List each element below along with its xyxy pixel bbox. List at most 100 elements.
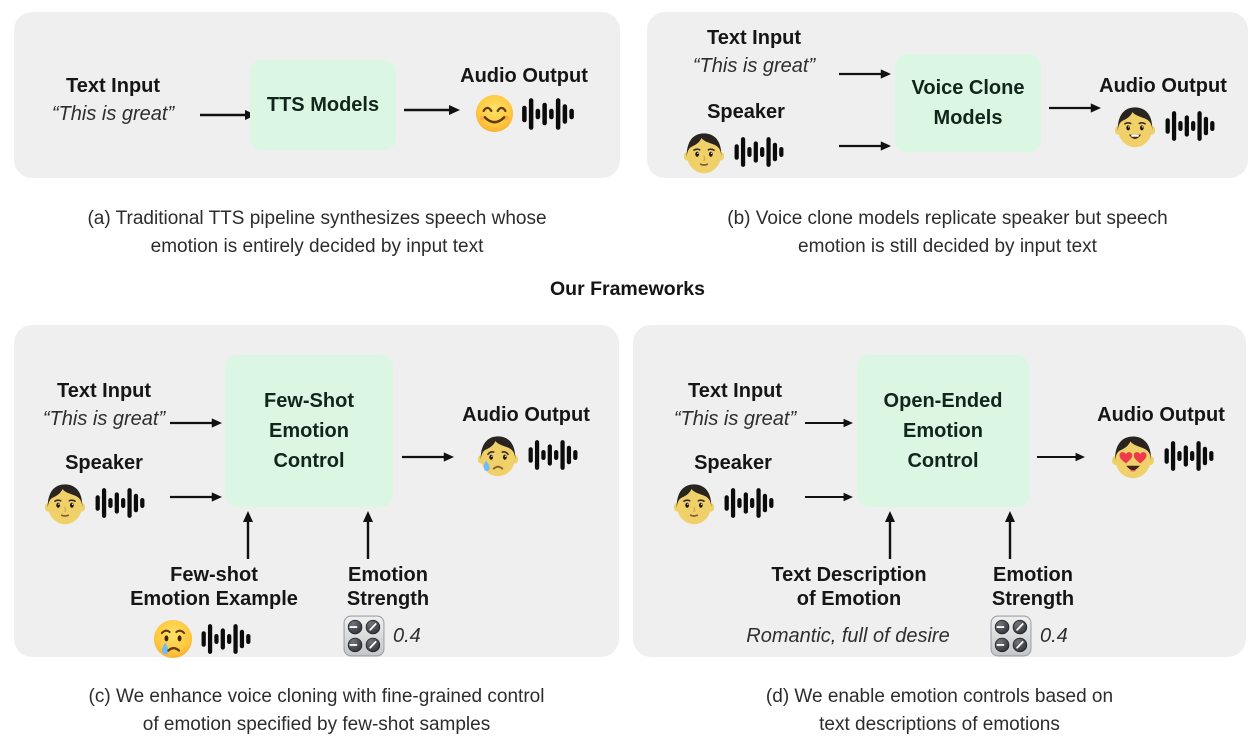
model-name-line2: Models: [933, 107, 1003, 129]
text-input-label: Text Input: [65, 75, 161, 97]
text-input-quote: “This is great”: [42, 408, 166, 430]
boy-face-icon: [683, 132, 725, 175]
few-shot-emotion-control-box: Few-Shot Emotion Control: [225, 355, 393, 507]
boy-face-icon: [673, 483, 715, 526]
caption-b-line2: emotion is still decided by input text: [798, 236, 1097, 257]
text-input-group: Text Input “This is great”: [671, 26, 837, 78]
model-name-line2: Emotion: [269, 420, 349, 442]
control-knobs-icon: [990, 615, 1032, 657]
text-input-label: Text Input: [687, 380, 783, 402]
few-shot-label-line1: Few-shot: [170, 564, 258, 586]
crying-face-icon: [152, 618, 194, 660]
audio-output-label: Audio Output: [462, 404, 590, 426]
caption-d-line2: text descriptions of emotions: [819, 714, 1060, 735]
text-input-group: Text Input “This is great”: [30, 74, 196, 126]
caption-a-line1: (a) Traditional TTS pipeline synthesizes…: [87, 208, 547, 229]
control-knobs-icon: [343, 615, 385, 657]
model-name: TTS Models: [266, 94, 380, 116]
strength-label-line2: Strength: [991, 588, 1075, 610]
audio-waveform-icon: [528, 440, 577, 470]
model-name-line1: Open-Ended: [883, 390, 1003, 412]
panel-c-few-shot-emotion-control: Text Input “This is great” Speaker Few-S…: [14, 325, 619, 660]
caption-c-line2: of emotion specified by few-shot samples: [142, 714, 491, 735]
speaker-label: Speaker: [707, 101, 785, 123]
arrow-up-icon: [242, 511, 254, 559]
arrow-up-icon: [1004, 511, 1016, 559]
text-input-quote: “This is great”: [51, 103, 175, 125]
text-input-quote: “This is great”: [673, 408, 797, 430]
sad-boy-tear-icon: [476, 435, 519, 478]
model-name-line2: Emotion: [903, 420, 983, 442]
speaker-audio: [671, 480, 774, 526]
caption-c-line1: (c) We enhance voice cloning with fine-g…: [88, 686, 545, 707]
speaker-label: Speaker: [694, 452, 772, 474]
arrow-right-icon: [170, 417, 222, 429]
arrow-right-icon: [170, 491, 222, 503]
smiling-face-icon: [474, 93, 515, 134]
audio-output-group: Audio Output: [1077, 403, 1245, 480]
audio-output-label: Audio Output: [1099, 75, 1227, 97]
strength-value: 0.4: [1040, 624, 1068, 647]
speaker-audio: [681, 129, 784, 175]
audio-waveform-icon: [522, 97, 574, 130]
strength-value: 0.4: [393, 624, 421, 647]
boy-face-icon: [44, 483, 86, 526]
strength-label-line1: Emotion: [348, 564, 428, 586]
panel-b-voice-clone: Text Input “This is great” Speaker Voice…: [647, 12, 1248, 178]
voice-clone-models-box: Voice Clone Models: [895, 54, 1041, 152]
model-name-line1: Few-Shot: [264, 390, 354, 412]
strength-label-line2: Strength: [346, 588, 430, 610]
our-frameworks-heading: Our Frameworks: [550, 278, 705, 300]
audio-waveform-icon: [1164, 441, 1213, 471]
caption-c: (c) We enhance voice cloning with fine-g…: [14, 683, 619, 738]
few-shot-example-label: Few-shot Emotion Example: [106, 563, 322, 611]
caption-b-line1: (b) Voice clone models replicate speaker…: [727, 208, 1168, 229]
description-label-line2: of Emotion: [796, 588, 902, 610]
model-name-line3: Control: [907, 450, 979, 472]
arrow-right-icon: [200, 109, 256, 121]
text-input-quote: “This is great”: [692, 55, 816, 77]
audio-output-group: Audio Output: [442, 64, 606, 134]
audio-output-label: Audio Output: [1097, 404, 1225, 426]
audio-waveform-icon: [1165, 111, 1214, 141]
emotion-strength-label: Emotion Strength: [965, 563, 1101, 611]
emotion-strength-control: 0.4: [989, 614, 1068, 658]
few-shot-label-line2: Emotion Example: [130, 588, 298, 610]
arrow-right-icon: [805, 417, 853, 429]
model-name-line3: Control: [273, 450, 345, 472]
model-name-line1: Voice Clone: [911, 77, 1025, 99]
audio-waveform-icon: [201, 624, 251, 654]
text-input-label: Text Input: [56, 380, 152, 402]
description-value: Romantic, full of desire: [746, 625, 950, 647]
arrow-right-icon: [839, 140, 891, 152]
audio-output-group: Audio Output: [1079, 74, 1247, 149]
audio-waveform-icon: [724, 488, 774, 518]
happy-boy-face-icon: [1113, 106, 1156, 148]
emotion-strength-control: 0.4: [342, 614, 421, 658]
arrow-up-icon: [362, 511, 374, 559]
text-description-label: Text Description of Emotion: [737, 563, 961, 611]
text-input-group: Text Input “This is great”: [651, 379, 819, 431]
emotion-strength-label: Emotion Strength: [320, 563, 456, 611]
caption-d-line1: (d) We enable emotion controls based on: [765, 686, 1114, 707]
arrow-right-icon: [805, 491, 853, 503]
tts-models-box: TTS Models: [250, 60, 396, 150]
open-ended-emotion-control-box: Open-Ended Emotion Control: [857, 355, 1029, 507]
caption-d: (d) We enable emotion controls based on …: [633, 683, 1246, 738]
panel-d-open-ended-emotion-control: Text Input “This is great” Speaker Open-…: [633, 325, 1246, 657]
panel-a-traditional-tts: Text Input “This is great” TTS Models Au…: [14, 12, 620, 178]
description-label-line1: Text Description: [771, 564, 927, 586]
heart-eyes-boy-icon: [1111, 436, 1154, 479]
speaker-audio: [42, 480, 145, 526]
audio-waveform-icon: [95, 488, 145, 518]
caption-a-line2: emotion is entirely decided by input tex…: [150, 236, 484, 257]
audio-output-label: Audio Output: [460, 65, 588, 87]
text-input-label: Text Input: [706, 27, 802, 49]
speaker-label: Speaker: [65, 452, 143, 474]
arrow-up-icon: [884, 511, 896, 559]
text-input-group: Text Input “This is great”: [20, 379, 188, 431]
few-shot-example-audio: [152, 618, 251, 660]
arrow-right-icon: [839, 68, 891, 80]
audio-waveform-icon: [734, 137, 784, 167]
